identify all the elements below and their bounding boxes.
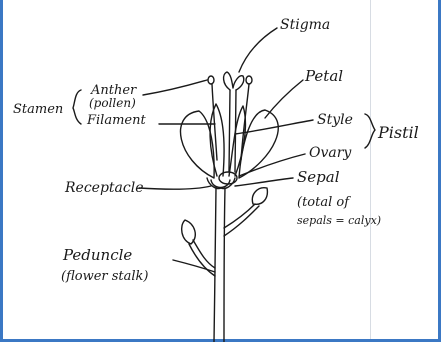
label-peduncle: Peduncle [62,246,132,264]
anther-left [208,76,214,84]
label-petal: Petal [304,67,343,85]
anther-right [246,76,252,84]
label-style: Style [317,112,353,128]
leader-style [235,120,313,134]
leader-receptacle [139,186,211,189]
label-sepal-note-1: (total of [297,195,351,210]
peduncle-stem-edge [224,188,225,342]
label-ovary: Ovary [309,145,352,161]
label-sepal-note-2: sepals = calyx) [297,214,381,227]
label-pistil: Pistil [377,123,419,142]
leader-sepal [235,178,293,186]
label-peduncle-note: (flower stalk) [61,269,149,284]
label-stigma: Stigma [280,17,330,33]
flower-parts-diagram: Stigma Petal Anther (pollen) Stamen Fila… [3,0,441,342]
label-receptacle: Receptacle [64,180,144,196]
stigma-shape [224,72,244,90]
branch-left [193,240,215,268]
petal-left [181,111,215,178]
label-pollen: (pollen) [89,96,136,110]
pistil-brace [365,114,375,148]
leader-peduncle [173,260,215,272]
label-sepal: Sepal [297,168,340,186]
leader-anther [143,80,207,95]
peduncle-stem [214,188,216,342]
bud-left [182,220,196,244]
stamen-brace [73,90,81,124]
label-stamen: Stamen [13,102,63,117]
leader-stigma [239,28,277,72]
branch-right-edge [224,206,259,236]
leader-ovary [239,154,305,176]
filament-right [241,84,249,160]
style-shape [229,90,236,172]
bud-right [252,188,267,205]
flower-drawing [181,72,279,342]
label-filament: Filament [86,113,146,128]
